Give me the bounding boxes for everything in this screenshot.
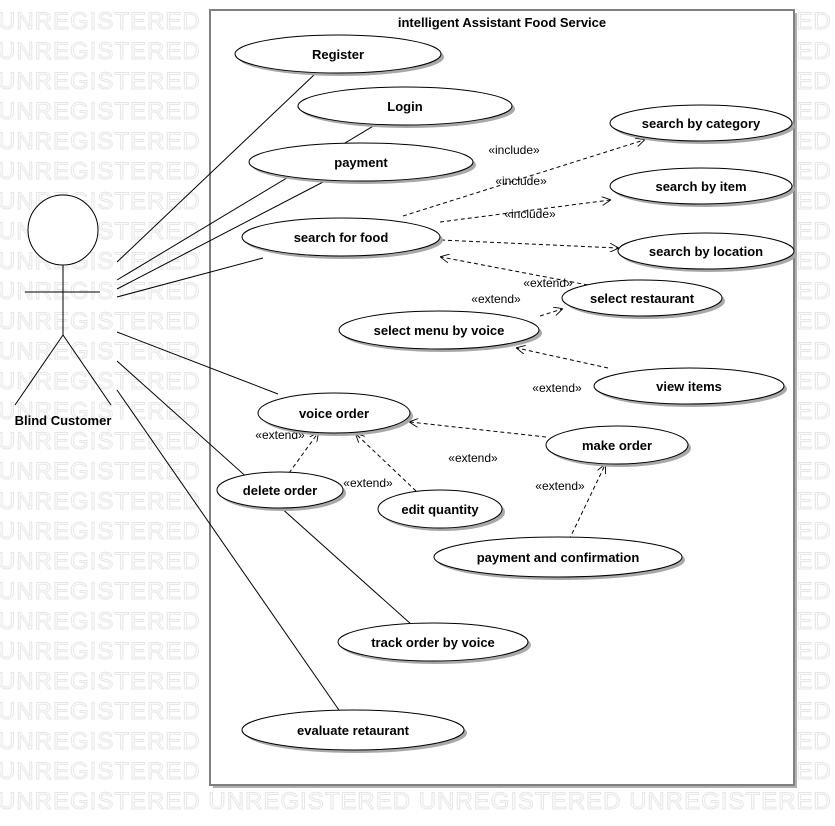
actor-blind-customer[interactable]: [14, 194, 112, 406]
include-search-by-location-line: [440, 239, 618, 248]
use-case-search-by-category[interactable]: search by category: [609, 104, 795, 144]
extend-label-edit-quantity: «extend»: [343, 476, 393, 490]
use-case-ellipse: [609, 104, 793, 142]
use-case-ellipse: [241, 217, 441, 257]
extend-view-items-line: [517, 348, 609, 369]
association-register: [116, 73, 316, 263]
association-search-for-food: [116, 257, 264, 298]
use-case-ellipse: [257, 392, 411, 434]
extend-label-make-order: «extend»: [448, 451, 498, 465]
use-case-ellipse: [433, 536, 683, 578]
use-case-ellipse: [234, 34, 442, 74]
use-case-search-for-food[interactable]: search for food: [241, 217, 443, 259]
association-payment: [116, 180, 326, 290]
actor-right-leg: [62, 334, 112, 406]
use-case-label: evaluate retaurant: [297, 723, 410, 738]
use-case-register[interactable]: Register: [234, 34, 444, 76]
dependencies: [288, 140, 644, 541]
include-label-2: «include»: [495, 174, 547, 188]
extend-select-menu-line: [539, 309, 562, 317]
use-case-label: select restaurant: [590, 291, 695, 306]
use-case-label: view items: [656, 379, 722, 394]
use-case-label: search by location: [649, 244, 763, 259]
include-label-3: «include»: [504, 207, 556, 221]
use-case-label: payment and confirmation: [477, 550, 640, 565]
system-title: intelligent Assistant Food Service: [398, 15, 606, 30]
use-case-label: payment: [334, 155, 388, 170]
use-case-label: search by item: [655, 179, 746, 194]
include-search-by-item-line: [439, 200, 610, 223]
use-case-label: search for food: [294, 230, 389, 245]
use-case-ellipse: [297, 86, 513, 126]
use-case-login[interactable]: Login: [297, 86, 515, 128]
use-case-ellipse: [338, 310, 540, 350]
extend-label-select-restaurant: «extend»: [523, 276, 573, 290]
use-case-delete-order[interactable]: delete order: [216, 471, 346, 511]
use-case-search-by-item[interactable]: search by item: [609, 167, 795, 207]
use-case-select-restaurant[interactable]: select restaurant: [561, 279, 725, 319]
use-case-label: edit quantity: [401, 502, 479, 517]
use-case-ellipse: [593, 367, 785, 405]
use-case-label: delete order: [243, 483, 317, 498]
association-evaluate: [116, 389, 342, 714]
use-case-ellipse: [617, 232, 795, 270]
use-case-payment-and-confirmation[interactable]: payment and confirmation: [433, 536, 685, 580]
extend-delete-order-line: [288, 433, 318, 474]
use-case-view-items[interactable]: view items: [593, 367, 787, 407]
use-case-ellipse: [609, 167, 793, 205]
extend-select-restaurant-line: [441, 257, 589, 286]
use-case-payment[interactable]: payment: [248, 142, 476, 184]
use-case-label: make order: [582, 438, 652, 453]
extend-label-payment-confirmation: «extend»: [535, 479, 585, 493]
use-case-edit-quantity[interactable]: edit quantity: [377, 489, 505, 531]
use-case-ellipse: [337, 622, 529, 662]
actor-left-leg: [14, 334, 64, 406]
use-case-label: search by category: [642, 116, 761, 131]
actor-label: Blind Customer: [15, 413, 112, 428]
use-case-voice-order[interactable]: voice order: [257, 392, 413, 436]
extend-label-select-menu: «extend»: [471, 292, 521, 306]
use-case-track-order-by-voice[interactable]: track order by voice: [337, 622, 531, 664]
use-case-label: select menu by voice: [374, 323, 505, 338]
association-voice-order: [116, 331, 279, 395]
use-case-evaluate-retaurant[interactable]: evaluate retaurant: [241, 709, 467, 753]
use-case-label: track order by voice: [371, 635, 495, 650]
use-case-ellipse: [216, 471, 344, 509]
include-label-1: «include»: [488, 143, 540, 157]
use-case-search-by-location[interactable]: search by location: [617, 232, 797, 272]
use-case-ellipse: [561, 279, 723, 317]
actor-head: [27, 194, 99, 266]
use-case-label: Register: [312, 47, 364, 62]
include-search-by-category-line: [402, 140, 644, 217]
use-case-ellipse: [248, 142, 474, 182]
use-case-ellipse: [241, 709, 465, 751]
use-case-label: voice order: [299, 406, 369, 421]
use-case-select-menu-by-voice[interactable]: select menu by voice: [338, 310, 542, 352]
use-case-ellipse: [377, 489, 503, 529]
extend-label-view-items: «extend»: [532, 381, 582, 395]
use-case-ellipse: [545, 425, 689, 465]
extend-make-order-line: [410, 422, 547, 438]
relation-labels: «include» «include» «include» «extend» «…: [255, 143, 585, 493]
use-case-make-order[interactable]: make order: [545, 425, 691, 467]
use-case-label: Login: [387, 99, 422, 114]
